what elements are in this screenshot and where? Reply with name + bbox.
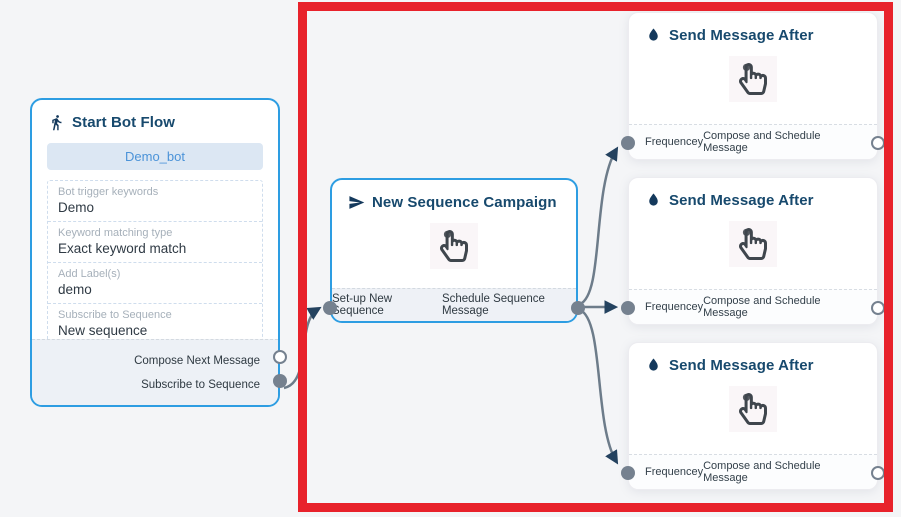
send-input-port[interactable]	[621, 301, 635, 315]
output-row-compose-next-message: Compose Next Message	[134, 355, 260, 367]
send-output-label: Compose and Schedule Message	[703, 130, 821, 154]
field-label: Subscribe to Sequence	[58, 309, 172, 321]
start-node-footer: Compose Next Message Subscribe to Sequen…	[32, 339, 278, 405]
send-input-label: Frequencey	[645, 466, 704, 478]
water-drop-icon	[645, 357, 662, 374]
send-output-port[interactable]	[871, 136, 885, 150]
campaign-input-label: Set-up New Sequence	[332, 293, 393, 317]
field-label: Add Label(s)	[58, 268, 121, 280]
send-node-header: Send Message After	[629, 178, 877, 215]
hand-pointer-icon[interactable]	[729, 386, 777, 432]
send-node-header: Send Message After	[629, 343, 877, 380]
send-input-port[interactable]	[621, 136, 635, 150]
send-node-footer: Frequencey Compose and Schedule Message	[629, 124, 877, 159]
field-subscribe-to-sequence[interactable]: Subscribe to Sequence New sequence	[48, 304, 262, 344]
send-node-header: Send Message After	[629, 13, 877, 50]
send-output-port[interactable]	[871, 301, 885, 315]
field-value: demo	[58, 282, 92, 297]
campaign-output-port[interactable]	[571, 301, 585, 315]
hand-pointer-icon[interactable]	[430, 223, 478, 269]
node-send-message-after-2[interactable]: Send Message After Frequencey Compose an…	[621, 177, 885, 325]
campaign-node-footer: Set-up New Sequence Schedule Sequence Me…	[332, 288, 576, 321]
output-row-subscribe-to-sequence: Subscribe to Sequence	[141, 379, 260, 391]
wire-campaign-to-send3	[579, 308, 619, 465]
node-send-message-after-1[interactable]: Send Message After Frequencey Compose an…	[621, 12, 885, 160]
field-value: Demo	[58, 200, 95, 215]
campaign-node-title: New Sequence Campaign	[372, 194, 557, 211]
send-output-label: Compose and Schedule Message	[703, 460, 821, 484]
send-input-label: Frequencey	[645, 136, 704, 148]
send-paper-plane-icon	[348, 194, 365, 211]
send-node-title: Send Message After	[669, 27, 814, 44]
water-drop-icon	[645, 192, 662, 209]
node-start-bot-flow[interactable]: Start Bot Flow Demo_bot Bot trigger keyw…	[30, 98, 287, 407]
start-node-fields: Bot trigger keywords Demo Keyword matchi…	[47, 180, 263, 345]
campaign-output-label: Schedule Sequence Message	[441, 293, 545, 317]
hand-pointer-icon[interactable]	[729, 56, 777, 102]
wire-start-to-campaign	[283, 306, 322, 390]
send-node-footer: Frequencey Compose and Schedule Message	[629, 454, 877, 489]
campaign-input-port[interactable]	[323, 301, 337, 315]
send-node-title: Send Message After	[669, 357, 814, 374]
field-bot-trigger-keywords[interactable]: Bot trigger keywords Demo	[48, 181, 262, 222]
send-node-title: Send Message After	[669, 192, 814, 209]
field-keyword-matching-type[interactable]: Keyword matching type Exact keyword matc…	[48, 222, 262, 263]
bot-name-button[interactable]: Demo_bot	[47, 143, 263, 170]
field-add-labels[interactable]: Add Label(s) demo	[48, 263, 262, 304]
send-input-port[interactable]	[621, 466, 635, 480]
start-node-title: Start Bot Flow	[72, 114, 176, 131]
output-port-compose-next-message[interactable]	[273, 350, 287, 364]
send-output-label: Compose and Schedule Message	[703, 295, 821, 319]
campaign-node-header: New Sequence Campaign	[332, 180, 576, 217]
wire-campaign-to-send1	[579, 146, 619, 306]
send-input-label: Frequencey	[645, 301, 704, 313]
send-output-port[interactable]	[871, 466, 885, 480]
output-port-subscribe-to-sequence[interactable]	[273, 374, 287, 388]
field-value: Exact keyword match	[58, 241, 187, 256]
node-send-message-after-3[interactable]: Send Message After Frequencey Compose an…	[621, 342, 885, 490]
walking-person-icon	[48, 114, 65, 131]
water-drop-icon	[645, 27, 662, 44]
hand-pointer-icon[interactable]	[729, 221, 777, 267]
start-node-header: Start Bot Flow	[32, 100, 278, 137]
field-label: Keyword matching type	[58, 227, 173, 239]
send-node-footer: Frequencey Compose and Schedule Message	[629, 289, 877, 324]
node-new-sequence-campaign[interactable]: New Sequence Campaign Set-up New Sequenc…	[323, 178, 585, 323]
field-value: New sequence	[58, 323, 148, 338]
field-label: Bot trigger keywords	[58, 186, 159, 198]
